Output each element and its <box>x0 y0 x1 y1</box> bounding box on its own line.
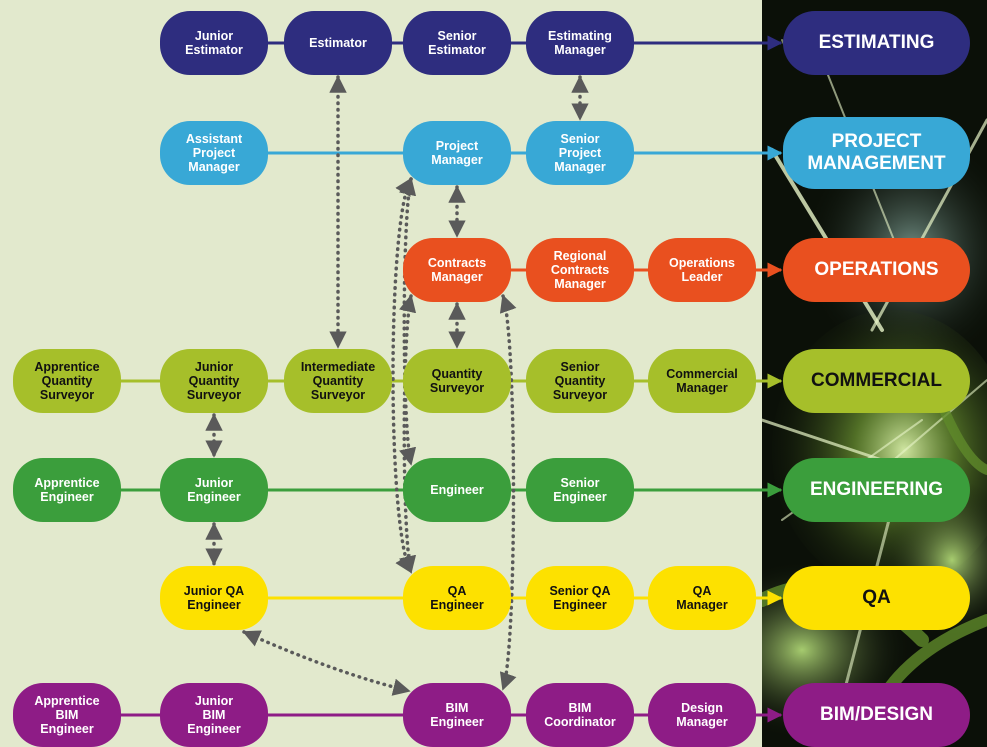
role-junior-quantity-surveyor: Junior Quantity Surveyor <box>160 349 268 413</box>
role-intermediate-quantity-surveyor: Intermediate Quantity Surveyor <box>284 349 392 413</box>
role-estimator: Estimator <box>284 11 392 75</box>
role-commercial-manager: Commercial Manager <box>648 349 756 413</box>
track-engineering: ENGINEERING <box>783 458 970 522</box>
track-qa: QA <box>783 566 970 630</box>
role-junior-bim-engineer: Junior BIM Engineer <box>160 683 268 747</box>
role-regional-contracts-manager: Regional Contracts Manager <box>526 238 634 302</box>
track-estimating: ESTIMATING <box>783 11 970 75</box>
role-estimating-manager: Estimating Manager <box>526 11 634 75</box>
role-operations-leader: Operations Leader <box>648 238 756 302</box>
role-senior-engineer: Senior Engineer <box>526 458 634 522</box>
lateral-move-contracts-manager-to-bim-engineer <box>499 294 517 691</box>
role-apprentice-engineer: Apprentice Engineer <box>13 458 121 522</box>
track-commercial: COMMERCIAL <box>783 349 970 413</box>
role-design-manager: Design Manager <box>648 683 756 747</box>
track-bim-design: BIM/DESIGN <box>783 683 970 747</box>
role-apprentice-bim-engineer: Apprentice BIM Engineer <box>13 683 121 747</box>
lateral-move-contracts-manager-to-qa-engineer <box>399 294 417 574</box>
lateral-move-junior-qa-engineer-to-bim-engineer <box>242 630 411 696</box>
role-contracts-manager: Contracts Manager <box>403 238 511 302</box>
role-senior-project-manager: Senior Project Manager <box>526 121 634 185</box>
role-assistant-project-manager: Assistant Project Manager <box>160 121 268 185</box>
role-qa-engineer: QA Engineer <box>403 566 511 630</box>
role-engineer: Engineer <box>403 458 511 522</box>
role-junior-estimator: Junior Estimator <box>160 11 268 75</box>
role-bim-engineer: BIM Engineer <box>403 683 511 747</box>
role-junior-engineer: Junior Engineer <box>160 458 268 522</box>
role-bim-coordinator: BIM Coordinator <box>526 683 634 747</box>
role-senior-estimator: Senior Estimator <box>403 11 511 75</box>
role-junior-qa-engineer: Junior QA Engineer <box>160 566 268 630</box>
track-project-management: PROJECT MANAGEMENT <box>783 117 970 189</box>
role-apprentice-quantity-surveyor: Apprentice Quantity Surveyor <box>13 349 121 413</box>
role-project-manager: Project Manager <box>403 121 511 185</box>
track-operations: OPERATIONS <box>783 238 970 302</box>
role-senior-quantity-surveyor: Senior Quantity Surveyor <box>526 349 634 413</box>
role-quantity-surveyor: Quantity Surveyor <box>403 349 511 413</box>
role-senior-qa-engineer: Senior QA Engineer <box>526 566 634 630</box>
role-qa-manager: QA Manager <box>648 566 756 630</box>
